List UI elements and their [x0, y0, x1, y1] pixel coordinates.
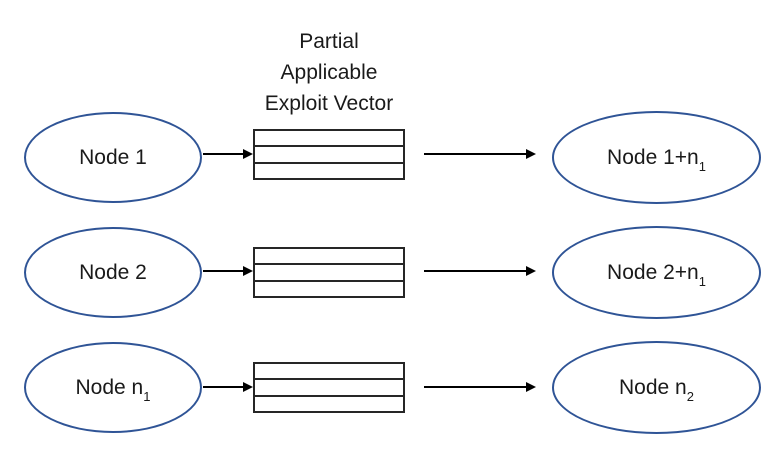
exploit-vector-box-3	[253, 362, 405, 413]
arrow-vector-to-target-2	[424, 266, 536, 276]
source-node-2: Node 2	[24, 227, 202, 318]
label-text: Node 1	[79, 145, 147, 169]
label-subscript: 2	[686, 388, 694, 404]
exploit-vector-segment	[255, 364, 403, 378]
exploit-vector-segment	[255, 249, 403, 263]
source-node-2-label: Node 2	[79, 261, 147, 285]
arrow-source-to-vector-3	[203, 382, 253, 392]
source-node-3: Node n1	[24, 342, 202, 433]
target-node-2: Node 2+n1	[552, 226, 761, 319]
target-node-1: Node 1+n1	[552, 111, 761, 204]
label-subscript: 1	[698, 158, 706, 174]
exploit-vector-box-1	[253, 129, 405, 180]
title-line-1: Partial	[299, 30, 359, 53]
diagram-title: Partial Applicable Exploit Vector	[214, 26, 444, 119]
title-line-2: Applicable	[280, 61, 378, 84]
target-node-2-label: Node 2+n1	[607, 260, 706, 288]
exploit-vector-segment	[255, 279, 403, 296]
label-subscript: 1	[143, 388, 151, 404]
label-subscript: 1	[698, 273, 706, 289]
target-node-3-label: Node n2	[619, 375, 694, 403]
exploit-vector-segment	[255, 161, 403, 178]
label-text: Node 2+n	[607, 260, 699, 284]
arrow-source-to-vector-2	[203, 266, 253, 276]
arrow-source-to-vector-1	[203, 149, 253, 159]
label-text: Node 1+n	[607, 145, 699, 169]
exploit-vector-segment	[255, 394, 403, 411]
exploit-vector-segment	[255, 378, 403, 394]
exploit-vector-segment	[255, 131, 403, 145]
source-node-1: Node 1	[24, 112, 202, 203]
source-node-3-label: Node n1	[75, 375, 151, 403]
arrow-vector-to-target-3	[424, 382, 536, 392]
target-node-3: Node n2	[552, 341, 761, 434]
label-text: Node n	[619, 375, 687, 399]
arrow-vector-to-target-1	[424, 149, 536, 159]
label-text: Node 2	[79, 260, 147, 284]
source-node-1-label: Node 1	[79, 146, 147, 170]
exploit-vector-segment	[255, 263, 403, 279]
target-node-1-label: Node 1+n1	[607, 145, 706, 173]
exploit-vector-box-2	[253, 247, 405, 298]
exploit-vector-segment	[255, 145, 403, 161]
title-line-3: Exploit Vector	[264, 92, 394, 115]
label-text: Node n	[75, 375, 144, 399]
